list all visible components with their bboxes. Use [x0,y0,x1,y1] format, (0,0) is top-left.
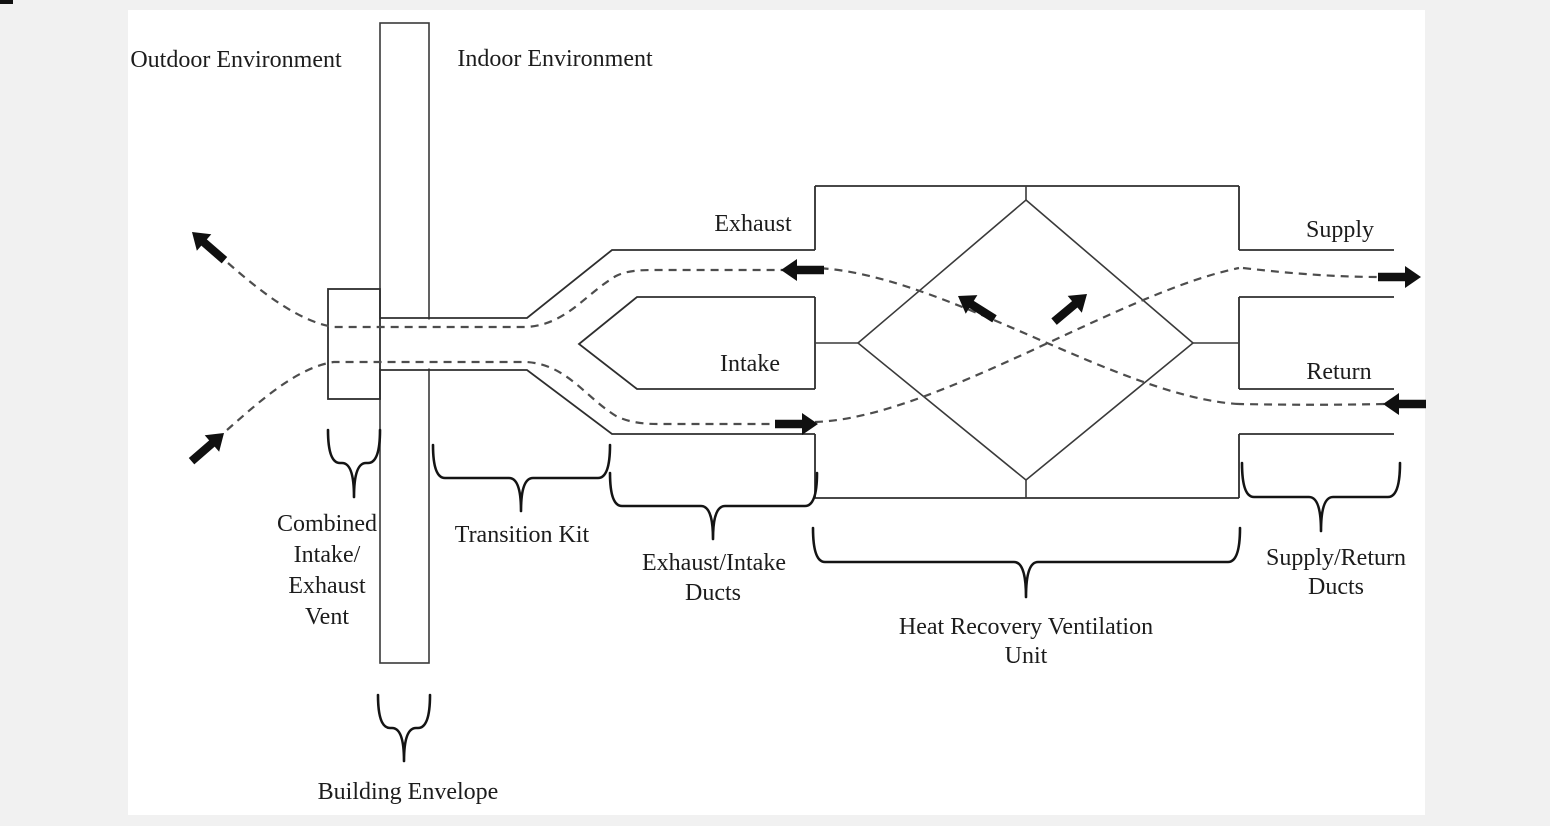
label-hrv-line2: Unit [1005,643,1048,669]
label-vent-line1: Combined [277,511,377,537]
duct-divider [577,296,815,390]
label-hrv-unit: Heat Recovery Ventilation Unit [899,614,1153,669]
scan-artifact [0,0,13,4]
flow-return-to-exhaust [814,266,1240,406]
flow-exhaust-duct [227,262,783,329]
label-exhaust: Exhaust [714,211,792,237]
flow-intake-to-supply [814,266,1240,424]
return-duct [1239,388,1394,435]
label-supply: Supply [1306,217,1374,243]
label-vent-line3: Exhaust [288,573,366,599]
label-ducts-line1: Exhaust/Intake [642,550,786,576]
brace-exhaust-intake-ducts [608,471,819,541]
label-supply-return-ducts: Supply/Return Ducts [1266,545,1406,600]
intake-duct-arrow-icon [775,413,818,435]
label-outdoor-environment: Outdoor Environment [130,47,342,73]
label-exhaust-intake-ducts: Exhaust/Intake Ducts [642,550,786,606]
vent-box [327,288,381,400]
return-arrow-icon [1383,393,1426,415]
label-vent: Combined Intake/ Exhaust Vent [277,511,377,630]
duct-top-edge [380,249,815,319]
hrv-supply-flow-arrow-icon [1046,285,1095,331]
flow-supply-duct [1242,266,1381,279]
exhaust-outdoor-arrow-icon [184,223,232,269]
exhaust-duct-arrow-icon [781,259,824,281]
label-return: Return [1306,359,1371,385]
duct-bottom-edge [380,369,815,435]
brace-vent [326,428,382,499]
hrv-core-connectors [815,186,1239,498]
label-supply-return-line1: Supply/Return [1266,545,1406,571]
brace-supply-return-ducts [1240,461,1402,533]
label-vent-line4: Vent [305,604,349,630]
hrv-core-diamond [856,198,1195,482]
intake-outdoor-arrow-icon [184,424,232,470]
label-transition-kit: Transition Kit [455,522,590,548]
supply-duct [1239,249,1394,298]
flow-intake-duct [226,360,779,431]
flow-return-duct [1238,402,1385,406]
brace-transition-kit [431,443,612,513]
label-ducts-line2: Ducts [685,580,741,606]
label-vent-line2: Intake/ [294,542,361,568]
label-hrv-line1: Heat Recovery Ventilation [899,614,1153,640]
brace-building-envelope [376,693,432,763]
brace-hrv-unit [811,526,1242,599]
label-supply-return-line2: Ducts [1308,574,1364,600]
label-indoor-environment: Indoor Environment [457,46,653,72]
hrv-exhaust-flow-arrow-icon [952,286,1001,329]
label-intake: Intake [720,351,780,377]
supply-arrow-icon [1378,266,1421,288]
diagram-canvas [128,10,1425,815]
hrv-unit-box [814,185,1240,499]
label-building-envelope: Building Envelope [318,779,499,805]
